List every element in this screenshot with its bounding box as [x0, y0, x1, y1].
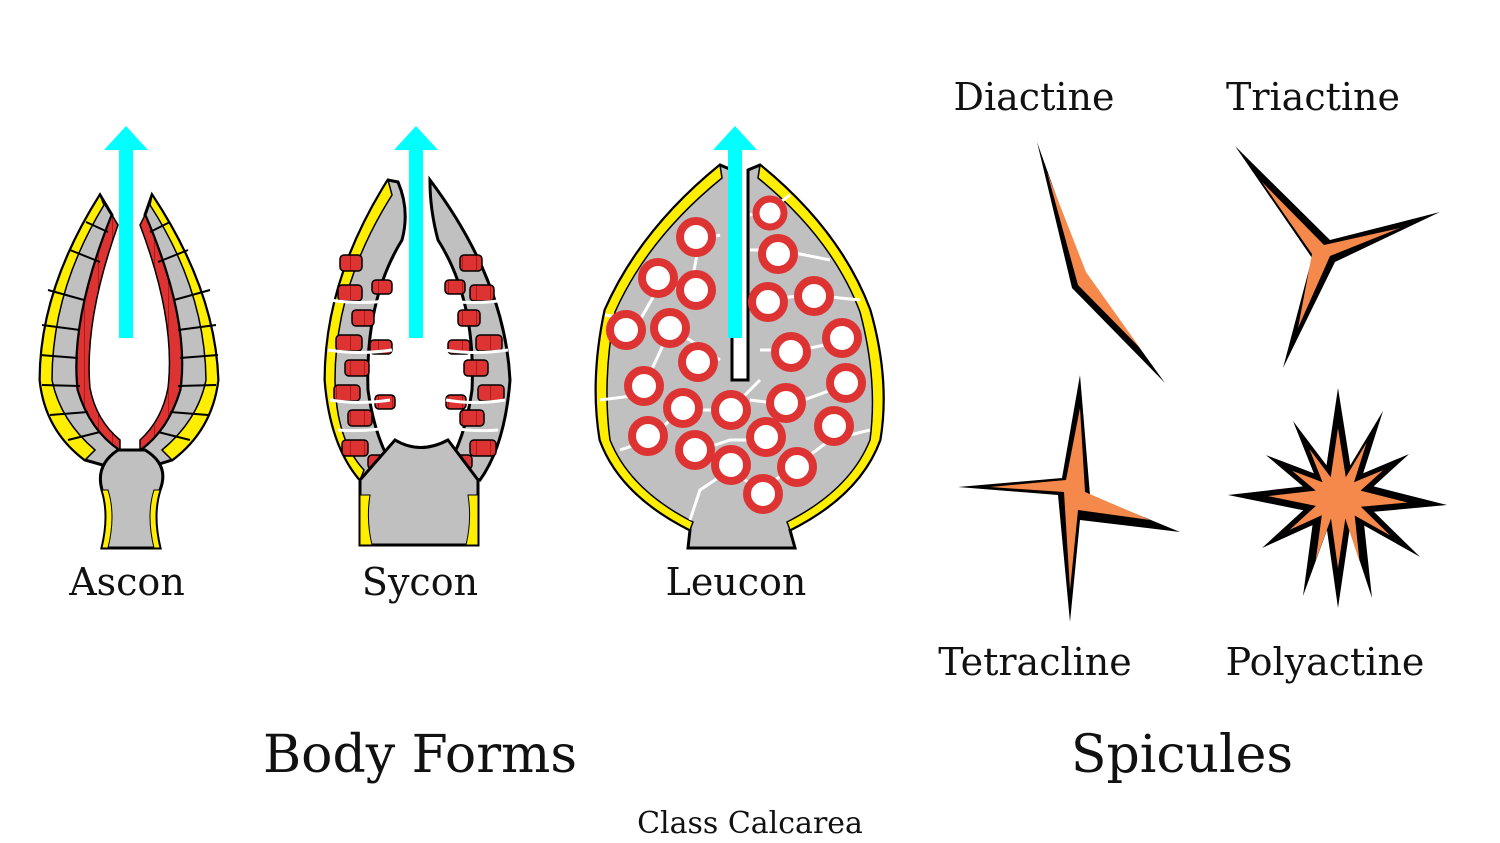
diactine-spicule — [1037, 142, 1165, 383]
polyactine-label: Polyactine — [1225, 640, 1425, 684]
caption: Class Calcarea — [637, 806, 863, 841]
water-flow-arrow — [104, 126, 148, 338]
leucon-body — [594, 163, 885, 550]
ascon-body — [38, 191, 220, 550]
tetracline-spicule — [958, 375, 1180, 622]
body-forms-heading: Body Forms — [262, 725, 578, 785]
polyactine-spicule — [1228, 388, 1447, 608]
ascon-label: Ascon — [69, 560, 185, 604]
tetracline-label: Tetracline — [938, 640, 1132, 684]
water-flow-arrow — [713, 126, 757, 338]
leucon-label: Leucon — [665, 560, 807, 604]
diactine-label: Diactine — [953, 75, 1115, 119]
sycon-body — [323, 175, 512, 547]
choanocyte-chambers — [606, 195, 866, 514]
triactine-spicule — [1235, 146, 1440, 368]
sycon-label: Sycon — [361, 560, 479, 604]
spicules-heading: Spicules — [1070, 725, 1294, 785]
water-flow-arrow — [394, 126, 438, 338]
triactine-label: Triactine — [1226, 75, 1400, 119]
